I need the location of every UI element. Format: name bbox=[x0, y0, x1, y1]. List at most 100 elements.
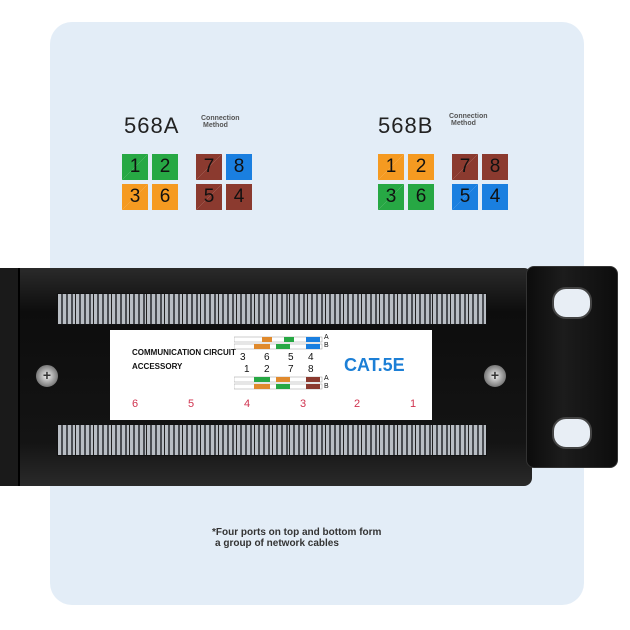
keystone-port bbox=[165, 425, 184, 455]
keystone-port bbox=[397, 294, 416, 324]
patch-panel-left-edge bbox=[0, 268, 20, 486]
keystone-port bbox=[218, 425, 237, 455]
keystone-port bbox=[183, 425, 201, 455]
label-line2: ACCESSORY bbox=[132, 362, 183, 371]
label-line1: COMMUNICATION CIRCUIT bbox=[132, 348, 236, 357]
left-screw-icon bbox=[34, 363, 60, 389]
wire-strip-graphic bbox=[234, 336, 323, 390]
keystone-port bbox=[129, 294, 148, 324]
color-code-square: 2 bbox=[408, 154, 434, 180]
keystone-port bbox=[290, 425, 309, 455]
keystone-port bbox=[218, 294, 237, 324]
color-code-square: 3 bbox=[122, 184, 148, 210]
port-number-1: 1 bbox=[410, 398, 417, 410]
category-badge: CAT.5E bbox=[344, 355, 405, 375]
subtitle-line1: Connection bbox=[201, 115, 240, 122]
keystone-port bbox=[379, 294, 398, 324]
keystone-port bbox=[361, 294, 380, 324]
keystone-port bbox=[75, 294, 94, 324]
top-pin: 4 bbox=[308, 352, 314, 363]
keystone-port bbox=[415, 294, 434, 324]
keystone-port bbox=[201, 294, 219, 324]
top-b-label: B bbox=[324, 342, 329, 349]
keystone-port bbox=[272, 425, 291, 455]
rack-mount-ear bbox=[526, 266, 618, 468]
wiring-diagram: A B A B 3 6 5 4 1 2 7 8 bbox=[234, 334, 339, 393]
footnote: *Four ports on top and bottom form a gro… bbox=[212, 527, 381, 549]
color-code-square: 1 bbox=[122, 154, 148, 180]
top-a-label: A bbox=[324, 334, 329, 341]
pin-number: 3 bbox=[385, 186, 397, 207]
keystone-port bbox=[451, 294, 470, 324]
top-pin: 5 bbox=[288, 352, 294, 363]
port-number-2: 2 bbox=[354, 398, 361, 410]
keystone-port bbox=[361, 425, 380, 455]
pin-number: 4 bbox=[489, 186, 501, 207]
subtitle-line1: Connection bbox=[449, 113, 488, 120]
panel-label-plate: COMMUNICATION CIRCUIT ACCESSORY A B A B … bbox=[110, 330, 432, 420]
keystone-port bbox=[58, 294, 76, 324]
keystone-port bbox=[165, 294, 184, 324]
color-code-square: 1 bbox=[378, 154, 404, 180]
pin-number: 4 bbox=[233, 186, 245, 207]
keystone-port bbox=[290, 294, 309, 324]
footnote-line2: a group of network cables bbox=[215, 538, 339, 549]
keystone-port bbox=[397, 425, 416, 455]
keystone-port bbox=[326, 294, 344, 324]
standard-568b-subtitle: Connection Method bbox=[449, 113, 488, 127]
keystone-port bbox=[344, 294, 362, 324]
keystone-port bbox=[469, 425, 486, 455]
keystone-port bbox=[344, 425, 362, 455]
keystone-port bbox=[93, 294, 112, 324]
keystone-port bbox=[433, 294, 452, 324]
keystone-port bbox=[147, 294, 166, 324]
keystone-port bbox=[75, 425, 94, 455]
color-code-square: 8 bbox=[482, 154, 508, 180]
color-code-square: 5 bbox=[196, 184, 222, 210]
keystone-port bbox=[254, 294, 273, 324]
pin-number: 1 bbox=[129, 156, 141, 177]
color-code-square: 2 bbox=[152, 154, 178, 180]
keystone-port bbox=[433, 425, 452, 455]
color-code-square: 8 bbox=[226, 154, 252, 180]
color-code-square: 7 bbox=[452, 154, 478, 180]
color-code-square: 4 bbox=[482, 184, 508, 210]
port-number-4: 4 bbox=[244, 398, 251, 410]
color-code-square: 6 bbox=[152, 184, 178, 210]
standard-568b-title: 568B bbox=[378, 113, 434, 138]
pin-number: 7 bbox=[203, 156, 215, 177]
pin-number: 8 bbox=[489, 156, 501, 177]
keystone-port bbox=[111, 294, 130, 324]
keystone-port bbox=[111, 425, 130, 455]
mount-slot-bottom bbox=[552, 417, 592, 449]
standard-568a-subtitle: Connection Method bbox=[201, 115, 240, 129]
color-code-square: 6 bbox=[408, 184, 434, 210]
keystone-port bbox=[129, 425, 148, 455]
keystone-port bbox=[415, 425, 434, 455]
pin-number: 1 bbox=[385, 156, 397, 177]
keystone-port bbox=[236, 425, 255, 455]
pin-number: 8 bbox=[233, 156, 245, 177]
bottom-pin: 8 bbox=[308, 364, 314, 375]
keystone-port bbox=[308, 294, 327, 324]
keystone-port bbox=[58, 425, 76, 455]
mount-slot-top bbox=[552, 287, 592, 319]
pin-number: 2 bbox=[159, 156, 171, 177]
keystone-port bbox=[201, 425, 219, 455]
keystone-port bbox=[254, 425, 273, 455]
color-code-square: 4 bbox=[226, 184, 252, 210]
keystone-port bbox=[236, 294, 255, 324]
bottom-pin: 7 bbox=[288, 364, 294, 375]
bottom-pin: 1 bbox=[244, 364, 250, 375]
footnote-line1: *Four ports on top and bottom form bbox=[212, 527, 382, 538]
pin-number: 5 bbox=[459, 186, 471, 207]
keystone-port bbox=[451, 425, 470, 455]
pin-number: 7 bbox=[459, 156, 471, 177]
top-port-row bbox=[57, 293, 487, 325]
keystone-port bbox=[93, 425, 112, 455]
top-pin: 3 bbox=[240, 352, 246, 363]
port-number-6: 6 bbox=[132, 398, 139, 410]
subtitle-line2: Method bbox=[451, 120, 476, 127]
keystone-port bbox=[379, 425, 398, 455]
keystone-port bbox=[147, 425, 166, 455]
